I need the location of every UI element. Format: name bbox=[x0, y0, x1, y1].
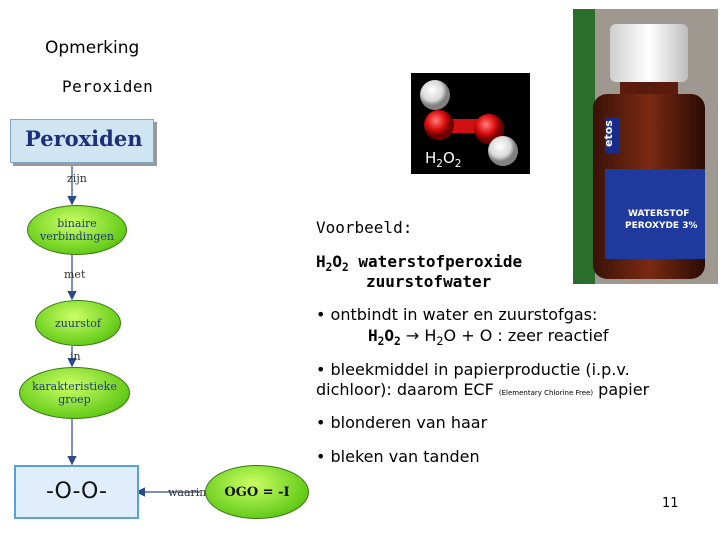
heading: Opmerking bbox=[45, 38, 140, 58]
svg-text:PEROXYDE 3%: PEROXYDE 3% bbox=[625, 221, 698, 231]
bullet-bleach: • bleekmiddel in papierproductie (i.p.v. bbox=[316, 360, 630, 379]
node-zuurstof: zuurstof bbox=[35, 300, 121, 346]
bullet-decompose: • ontbindt in water en zuurstofgas: bbox=[316, 305, 598, 324]
peroxide-group-label: -O-O- bbox=[46, 479, 107, 504]
h2o2-molecule-image: H2O2 bbox=[411, 73, 530, 174]
peroxide-group-box: -O-O- bbox=[14, 465, 139, 519]
svg-text:etos: etos bbox=[602, 120, 615, 147]
edge-label-met: met bbox=[64, 268, 86, 281]
concept-diagram bbox=[67, 163, 200, 497]
bottle-icon: etos WATERSTOF PEROXYDE 3% bbox=[573, 9, 718, 284]
edge-label-waarin: waarin bbox=[168, 486, 207, 499]
diagram-title: Peroxiden bbox=[25, 126, 143, 151]
molecule-label: H2O2 bbox=[425, 149, 462, 170]
page-number: 11 bbox=[662, 496, 679, 511]
bullet-bleach-cont: dichloor): daarom ECF (Elementary Chlori… bbox=[316, 380, 650, 399]
formula-line: H2O2 waterstofperoxide bbox=[316, 252, 523, 275]
reaction-line: H2O2 → H2O + O : zeer reactief bbox=[368, 326, 609, 349]
diagram-title-box: Peroxiden bbox=[10, 119, 154, 163]
bullet-teeth: • bleken van tanden bbox=[316, 447, 480, 466]
hydrogen-peroxide-bottle-photo: etos WATERSTOF PEROXYDE 3% bbox=[573, 9, 718, 284]
bullet-hair: • blonderen van haar bbox=[316, 413, 488, 432]
alt-name: zuurstofwater bbox=[366, 272, 492, 291]
svg-text:WATERSTOF: WATERSTOF bbox=[628, 209, 689, 219]
molecule-model-icon bbox=[420, 80, 518, 166]
edge-label-zijn: zijn bbox=[67, 172, 87, 185]
node-oxidation-number: OGO = -I bbox=[205, 465, 309, 519]
edge-label-in: in bbox=[70, 350, 81, 363]
subheading: Peroxiden bbox=[62, 77, 154, 96]
example-heading: Voorbeeld: bbox=[316, 218, 413, 237]
